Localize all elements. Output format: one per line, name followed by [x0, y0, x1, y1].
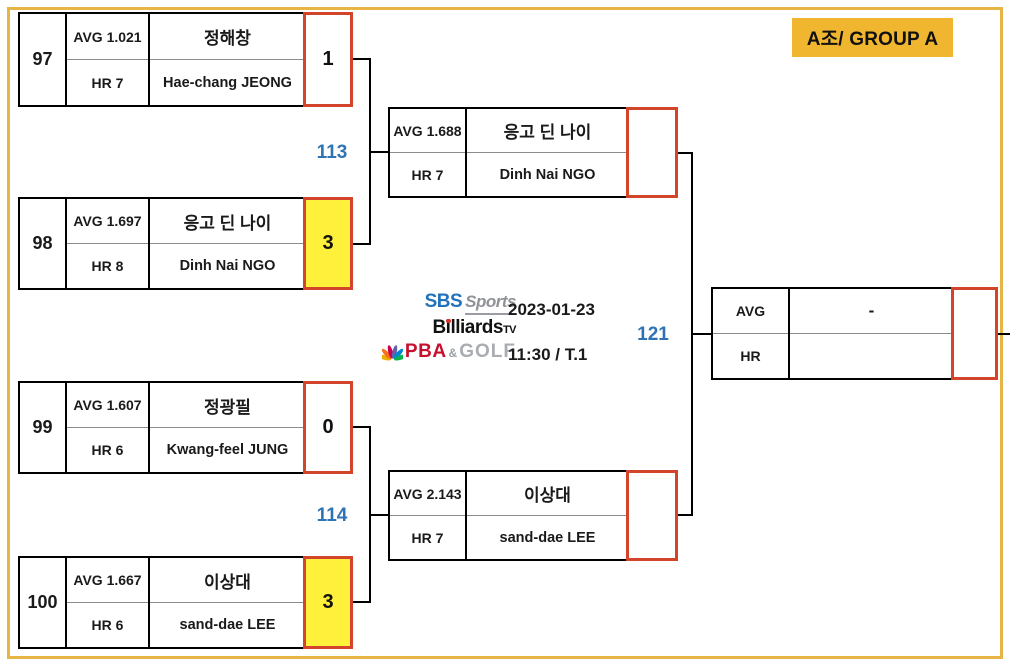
match-box-99: 99 AVG 1.607 HR 6 정광필 Kwang-feel JUNG 0 — [18, 381, 353, 474]
player-name-kr: 정광필 — [150, 383, 305, 428]
draw-number: 99 — [20, 383, 67, 472]
avg-label: AVG — [713, 289, 788, 334]
billiards-red-dot-i: i — [445, 317, 451, 338]
match-box-100: 100 AVG 1.667 HR 6 이상대 sand-dae LEE 3 — [18, 556, 353, 649]
golf-logo-text: GOLF — [459, 341, 516, 362]
hr-value: HR 6 — [91, 617, 124, 633]
bracket-connector — [353, 243, 371, 245]
player-name-kr: 응고 딘 나이 — [467, 109, 628, 153]
player-name-en: Dinh Nai NGO — [499, 166, 596, 183]
match-date: 2023-01-23 — [508, 300, 595, 319]
avg-value: AVG 2.143 — [390, 472, 465, 516]
score-cell — [951, 287, 998, 380]
bracket-connector — [998, 333, 1010, 335]
player-name-kr: 이상대 — [467, 472, 628, 516]
avg-value: AVG 1.021 — [67, 14, 148, 60]
player-name-en: Kwang-feel JUNG — [166, 442, 289, 458]
group-label: A조/ GROUP A — [792, 18, 953, 57]
match-box-97: 97 AVG 1.021 HR 7 정해창 Hae-chang JEONG 1 — [18, 12, 353, 107]
hr-value: HR 6 — [91, 442, 124, 458]
sbs-sports-text: Sports — [465, 292, 516, 315]
bracket-connector — [353, 601, 371, 603]
hr-value: HR 8 — [91, 258, 124, 274]
bracket-connector — [353, 426, 371, 428]
match-number-113: 113 — [316, 142, 348, 163]
bracket-connector — [353, 58, 371, 60]
score-cell: 3 — [303, 556, 353, 649]
hr-label: HR — [740, 348, 761, 364]
hr-value: HR 7 — [411, 166, 444, 183]
bracket-connector — [369, 151, 388, 153]
billiards-logo-text: B — [432, 317, 446, 338]
player-name-kr: - — [790, 289, 953, 334]
avg-value: AVG 1.667 — [67, 558, 148, 603]
nbc-peacock-icon — [381, 344, 403, 360]
bracket-connector — [691, 333, 711, 335]
score-cell — [626, 470, 678, 561]
billiards-logo-rest: lliards — [450, 317, 503, 338]
score-cell — [626, 107, 678, 198]
avg-value: AVG 1.688 — [390, 109, 465, 153]
bracket-connector — [369, 514, 388, 516]
player-name-kr: 이상대 — [150, 558, 305, 603]
pba-amp-text: & — [448, 346, 458, 360]
player-name-kr: 응고 딘 나이 — [150, 199, 305, 244]
sbs-sports-logo: SBS Sports — [425, 291, 516, 315]
bracket-connector — [678, 152, 693, 154]
player-name-en: Hae-chang JEONG — [163, 74, 292, 91]
draw-number: 100 — [20, 558, 67, 647]
player-name-en: Dinh Nai NGO — [179, 258, 276, 274]
score-cell: 0 — [303, 381, 353, 474]
sbs-logo-text: SBS — [424, 291, 463, 312]
final-box-121: AVG HR - — [711, 287, 998, 380]
draw-number: 97 — [20, 14, 67, 105]
match-box-98: 98 AVG 1.697 HR 8 응고 딘 나이 Dinh Nai NGO 3 — [18, 197, 353, 290]
match-number-114: 114 — [316, 505, 348, 526]
player-name-en — [790, 334, 953, 378]
score-cell: 1 — [303, 12, 353, 107]
hr-value: HR 7 — [91, 74, 124, 91]
billiards-tv-sup: TV — [502, 324, 517, 336]
hr-value: HR 7 — [411, 529, 444, 546]
match-time: 11:30 / T.1 — [508, 345, 588, 364]
match-number-121: 121 — [637, 324, 669, 345]
pba-golf-logo: PBA & GOLF — [381, 341, 516, 363]
score-cell: 3 — [303, 197, 353, 290]
avg-value: AVG 1.697 — [67, 199, 148, 244]
player-name-kr: 정해창 — [150, 14, 305, 60]
pba-logo-text: PBA — [404, 341, 447, 362]
draw-number: 98 — [20, 199, 67, 288]
player-name-en: sand-dae LEE — [179, 617, 276, 633]
semifinal-box-113: AVG 1.688 HR 7 응고 딘 나이 Dinh Nai NGO — [388, 107, 678, 198]
player-name-en: sand-dae LEE — [499, 529, 596, 546]
bracket-connector — [678, 514, 693, 516]
avg-value: AVG 1.607 — [67, 383, 148, 428]
semifinal-box-114: AVG 2.143 HR 7 이상대 sand-dae LEE — [388, 470, 678, 561]
